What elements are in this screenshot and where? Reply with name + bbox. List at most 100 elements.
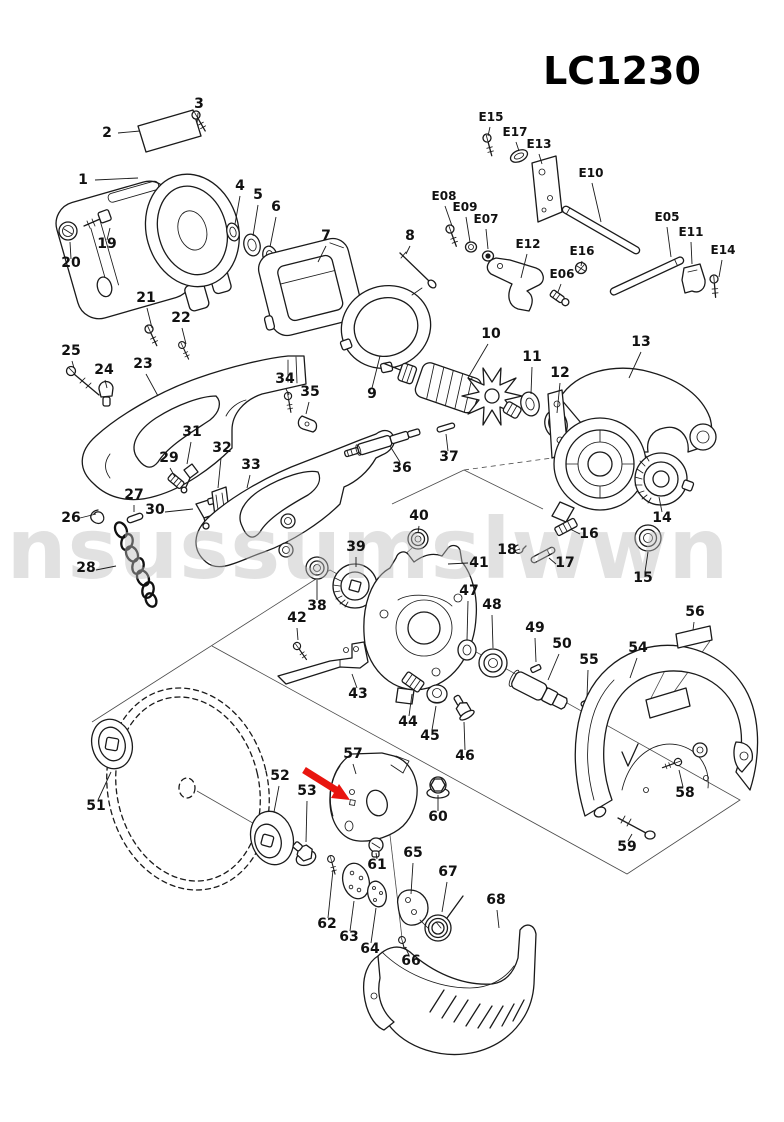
- part-label-17: 17: [555, 555, 574, 571]
- bolt-59: [617, 815, 656, 840]
- part-label-21: 21: [136, 290, 155, 306]
- shaft-36: [343, 428, 421, 458]
- part-label-13: 13: [631, 334, 650, 350]
- inner-flange-51: [90, 718, 134, 770]
- leader-line-3: [196, 112, 199, 125]
- part-label-62: 62: [317, 916, 336, 932]
- leader-line-57: [352, 763, 357, 775]
- link-parts: [440, 131, 728, 312]
- part-label-48: 48: [482, 597, 501, 613]
- part-label-6: 6: [271, 199, 281, 215]
- leader-line-56: [692, 621, 695, 631]
- part-label-E15: E15: [479, 110, 504, 124]
- leader-line-25: [71, 360, 75, 369]
- button-screw-61: [368, 837, 384, 858]
- red-pointer-arrow: [302, 767, 350, 800]
- chain-28: [113, 521, 158, 608]
- part-label-35: 35: [300, 384, 319, 400]
- screw-8: [399, 251, 437, 289]
- part-label-19: 19: [97, 236, 116, 252]
- part-label-25: 25: [61, 343, 80, 359]
- leader-line-23: [145, 373, 159, 397]
- leader-line-44: [408, 693, 413, 717]
- disc-64: [367, 880, 387, 908]
- part-label-34: 34: [275, 371, 295, 387]
- part-label-E16: E16: [570, 244, 595, 258]
- handle-housing: [81, 355, 307, 501]
- construction-lines: [91, 451, 741, 939]
- hex-bolt-53: [292, 841, 317, 867]
- part-label-27: 27: [124, 487, 143, 503]
- part-label-9: 9: [367, 386, 377, 402]
- screw-58: [661, 753, 684, 775]
- spring-16: [554, 517, 578, 537]
- leader-line-62: [327, 869, 334, 919]
- leader-line-53: [305, 800, 308, 843]
- leader-line-63: [349, 900, 355, 932]
- part-label-5: 5: [253, 187, 263, 203]
- leader-line-48: [491, 614, 494, 649]
- leader-line-35: [305, 401, 310, 415]
- handle-cover: [195, 429, 396, 568]
- part-label-61: 61: [367, 857, 386, 873]
- pin-37: [436, 422, 456, 433]
- part-label-24: 24: [94, 362, 114, 378]
- screw-E06: [549, 289, 570, 307]
- part-label-18: 18: [497, 542, 516, 558]
- leader-line-61: [375, 852, 378, 860]
- leader-line-14: [658, 496, 663, 513]
- part-label-4: 4: [235, 178, 245, 194]
- leader-line-6: [269, 216, 277, 248]
- part-label-58: 58: [675, 785, 694, 801]
- part-label-45: 45: [420, 728, 439, 744]
- saw-blade-outline: [106, 687, 270, 891]
- part-label-63: 63: [339, 929, 358, 945]
- part-label-52: 52: [270, 768, 289, 784]
- leader-line-E15: [487, 126, 491, 137]
- leader-line-10: [467, 343, 489, 379]
- leader-line-58: [678, 769, 684, 788]
- leader-line-31: [186, 441, 192, 465]
- guide-plate-43: [277, 641, 369, 685]
- part-label-E08: E08: [432, 189, 457, 203]
- washer-E07: [481, 250, 495, 262]
- part-label-38: 38: [307, 598, 326, 614]
- part-label-E06: E06: [550, 267, 575, 281]
- bearing-48: [478, 648, 508, 678]
- part-label-36: 36: [392, 460, 411, 476]
- screw-62: [321, 853, 343, 875]
- part-label-66: 66: [401, 953, 420, 969]
- leader-line-E11: [690, 241, 693, 265]
- part-label-49: 49: [525, 620, 544, 636]
- leader-line-20: [69, 241, 72, 260]
- screw-22: [174, 340, 195, 360]
- key-pin-49: [530, 664, 542, 674]
- leader-line-32: [217, 457, 222, 489]
- leader-line-21: [146, 307, 153, 329]
- leader-line-7: [317, 245, 327, 263]
- part-label-22: 22: [171, 310, 190, 326]
- leader-line-E05: [666, 226, 672, 258]
- leader-line-52: [273, 785, 280, 813]
- motor-housing: [55, 173, 240, 320]
- pin-27: [126, 512, 144, 524]
- part-label-65: 65: [403, 845, 422, 861]
- leader-line-E08: [444, 205, 453, 227]
- leader-line-26: [79, 513, 97, 519]
- part-label-2: 2: [102, 125, 112, 141]
- part-label-E05: E05: [655, 210, 680, 224]
- plate-65: [396, 889, 430, 930]
- washer-E09: [464, 241, 478, 253]
- part-label-50: 50: [552, 636, 572, 652]
- leader-line-E12: [520, 253, 528, 279]
- part-label-16: 16: [579, 526, 598, 542]
- lever-E12: [486, 257, 544, 312]
- bearing-5: [243, 233, 261, 257]
- part-label-67: 67: [438, 864, 457, 880]
- field-stator: [257, 237, 363, 337]
- part-label-11: 11: [522, 349, 541, 365]
- part-label-14: 14: [652, 510, 672, 526]
- link-E17: [509, 149, 529, 163]
- washer-11: [520, 391, 540, 417]
